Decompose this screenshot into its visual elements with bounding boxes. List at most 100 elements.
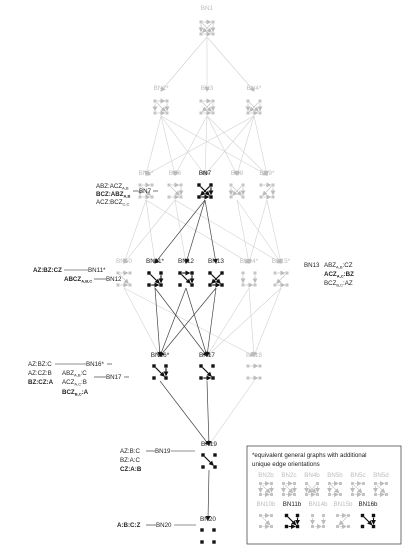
- hierarchy-edge: [159, 287, 217, 357]
- hierarchy-edge: [123, 287, 161, 357]
- hierarchy-edge: [206, 36, 255, 92]
- graph-node: [295, 524, 300, 529]
- hierarchy-edge: [145, 199, 157, 264]
- node-label-bn8: BN8: [231, 170, 244, 177]
- legend-label: BN5b: [327, 472, 343, 479]
- legend-title-line2: unique edge orientations: [252, 461, 320, 468]
- legend-label: BN2c: [281, 472, 296, 479]
- graph-node: [229, 195, 233, 199]
- hierarchy-edge: [154, 287, 208, 357]
- graph-node: [167, 183, 171, 187]
- graph-node: [147, 271, 151, 275]
- graph-node: [258, 99, 262, 103]
- graph-node: [246, 364, 250, 368]
- graph-node: [285, 271, 289, 275]
- graph-node: [316, 493, 319, 496]
- legend-label: BN10b: [257, 501, 276, 508]
- hierarchy-edge: [145, 115, 255, 176]
- annotation-bn13-ref: BN13: [304, 262, 320, 269]
- graph-edge: [119, 274, 129, 284]
- graph-node: [285, 283, 289, 287]
- graph-edge: [202, 102, 212, 112]
- annotation-bn12-ref: BN12: [106, 276, 122, 283]
- graph-node: [199, 364, 203, 368]
- hierarchy-edge: [204, 199, 218, 264]
- graph-node: [351, 482, 354, 485]
- graph-bn16: [152, 364, 169, 380]
- legend-row1-labels: BN2b BN2c BN4b BN5b BN5c BN5d: [258, 472, 389, 479]
- hierarchy-edge: [160, 115, 268, 176]
- annotation-bn17-line1: ABZA,B:C: [62, 370, 87, 378]
- graph-bn3: [199, 98, 216, 116]
- graph-node: [150, 195, 154, 199]
- hierarchy-edge: [154, 199, 206, 264]
- node-label-bn11: BN11*: [146, 258, 165, 265]
- node-label-bn15: BN15*: [272, 258, 291, 265]
- graph-node: [305, 493, 308, 496]
- annotation-bn13-line3: BCZB,C:AZ: [324, 280, 353, 288]
- graph-node: [116, 283, 120, 287]
- graph-edge: [202, 367, 212, 377]
- graph-node: [273, 283, 277, 287]
- hierarchy-edge: [123, 199, 176, 264]
- graph-bn6: [167, 182, 184, 200]
- graph-edge: [363, 516, 373, 526]
- graph-node: [362, 482, 365, 485]
- graph-bn14: [240, 271, 258, 288]
- graph-edge: [276, 274, 286, 284]
- graph-node: [246, 111, 250, 115]
- graph-node: [211, 376, 215, 380]
- annotation-bn19-line1: AZ:B:C: [120, 448, 140, 455]
- graph-bn15: [273, 270, 289, 288]
- graph-node: [159, 283, 163, 287]
- graph-edge: [204, 456, 214, 466]
- graph-node: [138, 195, 142, 199]
- graph-node: [336, 514, 339, 517]
- hierarchy-edge: [174, 199, 188, 264]
- hierarchy-edge: [185, 287, 209, 357]
- annotation-bn17-line3: BCZB,C:A: [62, 389, 89, 397]
- graph-node: [116, 271, 120, 275]
- graph-node: [293, 493, 296, 496]
- graph-edge: [200, 186, 210, 196]
- graph-node: [153, 99, 157, 103]
- graph-node: [293, 482, 296, 485]
- graph-node: [371, 524, 376, 529]
- node-label-bn12: BN12: [178, 258, 194, 265]
- hierarchy-edge: [174, 199, 282, 264]
- graph-node: [311, 514, 314, 517]
- graph-node: [164, 364, 168, 368]
- graph-node: [190, 283, 194, 287]
- annotation-bn19-ref: BN19: [155, 448, 171, 455]
- hierarchy-edge: [253, 287, 282, 357]
- hierarchy-edge: [160, 115, 177, 176]
- node-label-bn2: BN2*: [154, 85, 169, 92]
- graph-node: [347, 525, 350, 528]
- graph-node: [153, 111, 157, 115]
- graph-node: [311, 525, 314, 528]
- graph-node: [190, 271, 194, 275]
- graph-node: [164, 376, 168, 380]
- legend-graph: [360, 513, 376, 529]
- legend-graph: [281, 481, 297, 497]
- hierarchy-edge: [206, 380, 212, 446]
- legend-graph: [284, 513, 300, 529]
- graph-node: [282, 482, 285, 485]
- annotation-bn7-line2: BCZ:ABZA,B: [96, 191, 131, 199]
- graph-node: [271, 183, 275, 187]
- graph-node: [211, 20, 215, 24]
- graph-edge: [155, 367, 165, 377]
- graph-edge: [284, 484, 294, 494]
- graph-node: [211, 364, 215, 368]
- annotation-bn13-line1: ABZA,B:CZ: [324, 262, 353, 270]
- graph-node: [220, 271, 224, 275]
- graph-node: [339, 482, 342, 485]
- graph-edge: [232, 186, 242, 196]
- graph-edge: [211, 274, 221, 284]
- annotation-bn19-line2: BZ:A:C: [120, 457, 140, 464]
- graph-node: [128, 283, 132, 287]
- node-label-bn17: BN17: [199, 352, 215, 359]
- graph-node: [322, 525, 325, 528]
- hierarchy-edge: [208, 380, 255, 446]
